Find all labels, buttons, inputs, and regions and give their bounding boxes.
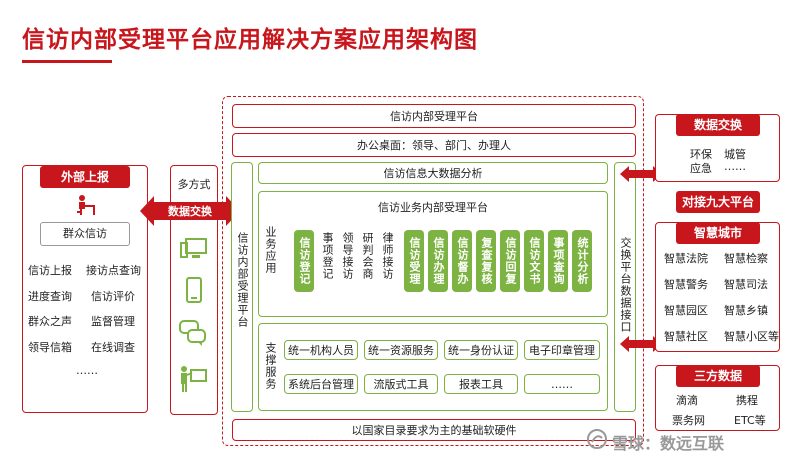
chip-petition-handle[interactable]: 信访办理 [428, 230, 448, 292]
title-underline [22, 60, 112, 63]
support-item[interactable]: 统一资源服务 [364, 340, 438, 360]
support-item: …… [524, 374, 600, 394]
mobile-icon [186, 277, 202, 303]
right-top-arrow [620, 166, 662, 182]
channel-top-label: 多方式 [177, 178, 211, 191]
chip-petition-register[interactable]: 信访登记 [294, 230, 314, 292]
smart-city-item[interactable]: 智慧乡镇 [724, 304, 768, 317]
top-platform-bar: 信访内部受理平台 [232, 104, 636, 128]
left-item[interactable]: 进度查询 [28, 290, 72, 303]
support-services-box [258, 323, 608, 411]
business-platform-title: 信访业务内部受理平台 [378, 201, 488, 214]
support-item[interactable]: 报表工具 [444, 374, 518, 394]
exchange-item[interactable]: 应急 [690, 162, 712, 175]
left-vertical-box [231, 162, 253, 412]
support-item[interactable]: 电子印章管理 [524, 340, 600, 360]
right-bottom-arrow [620, 336, 662, 352]
external-report-header: 外部上报 [40, 166, 130, 188]
left-item[interactable]: 信访上报 [28, 264, 72, 277]
left-vertical-label: 信访内部受理平台 [236, 232, 249, 328]
chip-review[interactable]: 复查复核 [476, 230, 496, 292]
bigdata-bar: 信访信息大数据分析 [258, 162, 608, 184]
chip-statistics[interactable]: 统计分析 [572, 230, 592, 292]
center-dashed-frame [222, 96, 644, 446]
right-vertical-box [614, 162, 636, 412]
presenter-icon [181, 366, 207, 392]
exchange-item[interactable]: 环保 [690, 148, 712, 161]
smart-city-item[interactable]: 智慧小区等 [724, 330, 779, 343]
left-item[interactable]: 监督管理 [91, 315, 135, 328]
smart-city-item[interactable]: 智慧法院 [664, 252, 708, 265]
support-item[interactable]: 流版式工具 [364, 374, 438, 394]
smart-city-header: 智慧城市 [676, 222, 760, 244]
left-item[interactable]: 接访点查询 [86, 264, 141, 277]
right-vertical-label: 交换平台数据接口 [619, 237, 632, 333]
third-party-item[interactable]: 滴滴 [676, 394, 698, 407]
left-item[interactable]: 在线调查 [91, 341, 135, 354]
support-item[interactable]: 统一机构人员 [284, 340, 358, 360]
chip-petition-supervise[interactable]: 信访督办 [452, 230, 472, 292]
third-party-item[interactable]: ETC等 [734, 414, 766, 427]
chip-petition-accept[interactable]: 信访受理 [404, 230, 424, 292]
snowball-logo-icon [587, 429, 607, 449]
third-party-item[interactable]: 携程 [736, 394, 758, 407]
support-side-label: 支撑服务 [264, 342, 277, 390]
smart-city-item[interactable]: 智慧园区 [664, 304, 708, 317]
smart-city-item[interactable]: 智慧社区 [664, 330, 708, 343]
smart-city-item[interactable]: 智慧司法 [724, 278, 768, 291]
data-exchange-label: 数据交换 [168, 205, 212, 218]
chat-icon [179, 320, 206, 346]
watermark: 雪球：数远互联 [612, 434, 725, 453]
data-exchange-header: 数据交换 [676, 114, 760, 136]
chip-matter-register[interactable]: 事项登记 [321, 232, 334, 280]
person-desk-icon [77, 195, 95, 215]
left-item[interactable]: 群众之声 [28, 315, 72, 328]
desktop-icon [180, 238, 207, 258]
chip-matter-query[interactable]: 事项查询 [548, 230, 568, 292]
third-party-header: 三方数据 [676, 365, 760, 387]
chip-lawyer-reception[interactable]: 律师接访 [381, 232, 394, 280]
support-item[interactable]: 统一身份认证 [444, 340, 518, 360]
chip-leader-reception[interactable]: 领导接访 [341, 232, 354, 280]
business-side-label: 业务应用 [264, 226, 277, 274]
support-item[interactable]: 系统后台管理 [284, 374, 358, 394]
exchange-item: …… [724, 160, 746, 173]
third-party-item[interactable]: 票务网 [672, 414, 705, 427]
smart-city-item[interactable]: 智慧检察 [724, 252, 768, 265]
page-title: 信访内部受理平台应用解决方案应用架构图 [22, 27, 478, 53]
exchange-item[interactable]: 城管 [724, 148, 746, 161]
chip-petition-reply[interactable]: 信访回复 [500, 230, 520, 292]
left-item: …… [76, 364, 98, 377]
chip-consultation[interactable]: 研判会商 [361, 232, 374, 280]
data-exchange-arrow [140, 196, 240, 226]
bottom-infrastructure-bar: 以国家目录要求为主的基础软硬件 [232, 419, 636, 441]
office-desk-bar: 办公桌面：领导、部门、办理人 [232, 133, 636, 157]
smart-city-item[interactable]: 智慧警务 [664, 278, 708, 291]
nine-platforms-label: 对接九大平台 [676, 191, 760, 213]
left-item[interactable]: 领导信箱 [28, 341, 72, 354]
petition-label: 群众信访 [40, 222, 130, 246]
left-item[interactable]: 信访评价 [91, 290, 135, 303]
chip-petition-document[interactable]: 信访文书 [524, 230, 544, 292]
